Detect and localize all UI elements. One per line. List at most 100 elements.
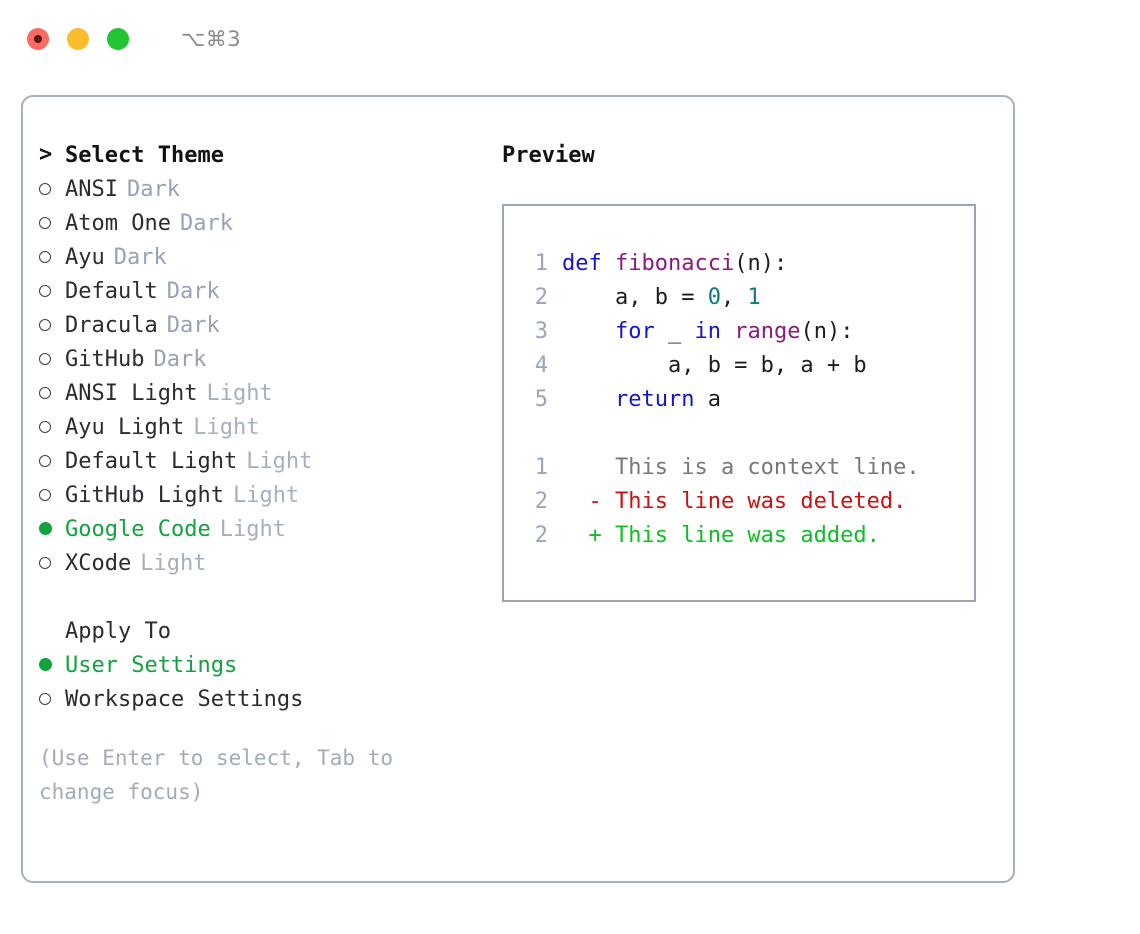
theme-variant-badge: Dark [179,211,233,236]
preview-title: Preview [502,143,595,168]
theme-variant-badge: Light [140,551,207,576]
window-controls [27,28,129,50]
code-line: 4 a, b = b, a + b [504,353,974,387]
code-token-kw: in [694,319,721,344]
code-token-pl [562,319,615,344]
theme-variant-badge: Dark [166,279,220,304]
code-token-pl: , [720,285,748,310]
code-line: 2 a, b = 0, 1 [504,285,974,319]
diff-line-text: + This line was added. [562,523,880,548]
diff-line-ctx: 1 This is a context line. [504,455,974,489]
radio-unselected-icon [39,319,65,331]
code-token-pl: a, b = b, a + b [562,353,867,378]
apply-to-label: Apply To [65,619,171,644]
radio-selected-icon [39,522,65,535]
diff-sample: 1 This is a context line.2 - This line w… [504,455,974,557]
diff-line-add: 2 + This line was added. [504,523,974,557]
code-line: 5 return a [504,387,974,421]
theme-option-label: Default Light [65,449,238,474]
line-number: 2 [534,285,548,310]
code-token-pl: a [694,387,721,412]
theme-option-label: Atom One [65,211,171,236]
apply-to-option-workspace-settings[interactable]: Workspace Settings [39,687,489,721]
theme-variant-badge: Light [246,449,313,474]
code-line: 3 for _ in range(n): [504,319,974,353]
theme-variant-badge: Dark [166,313,220,338]
theme-option-dracula[interactable]: Dracula Dark [39,313,489,347]
code-token-pl: (n): [800,319,854,344]
theme-option-default-light[interactable]: Default Light Light [39,449,489,483]
line-number: 2 [534,523,548,548]
theme-option-label: ANSI Light [65,381,198,406]
theme-variant-badge: Dark [126,177,180,202]
code-line-text: def fibonacci(n): [552,251,787,276]
code-token-pl [562,387,615,412]
caret-icon: > [39,142,53,167]
theme-variant-badge: Dark [113,245,167,270]
line-number: 1 [534,455,548,480]
line-number: 4 [534,353,548,378]
list-spacer [39,585,489,619]
close-icon [34,35,42,43]
line-number: 3 [534,319,548,344]
code-token-pl: (n): [734,251,788,276]
diff-line-text: This is a context line. [562,455,920,480]
theme-option-label: XCode [65,551,132,576]
line-number: 5 [534,387,548,412]
code-token-kw: return [614,387,695,412]
code-line-text: a, b = b, a + b [552,353,867,378]
apply-to-option-label: Workspace Settings [65,687,304,712]
theme-option-atom-one[interactable]: Atom One Dark [39,211,489,245]
radio-unselected-icon [39,217,65,229]
theme-option-ansi-light[interactable]: ANSI Light Light [39,381,489,415]
code-diff-separator [504,421,974,455]
code-token-pl: _ [654,319,695,344]
radio-unselected-icon [39,387,65,399]
close-button[interactable] [27,28,49,50]
line-number: 2 [534,489,548,514]
theme-variant-badge: Light [206,381,273,406]
radio-unselected-icon [39,489,65,501]
radio-unselected-icon [39,693,65,705]
theme-option-label: Ayu Light [65,415,185,440]
radio-unselected-icon [39,353,65,365]
keyboard-hint: (Use Enter to select, Tab to change focu… [39,746,406,804]
maximize-button[interactable] [107,28,129,50]
radio-unselected-icon [39,455,65,467]
theme-variant-badge: Light [232,483,300,508]
code-token-kw: def [562,251,615,276]
code-line-text: a, b = 0, 1 [552,285,761,310]
code-token-fn: range [734,319,801,344]
code-token-pl: a, b = [562,285,708,310]
apply-to-option-label: User Settings [65,653,238,678]
code-token-fn: fibonacci [614,251,735,276]
window-titlebar: ⌥⌘3 [0,0,1140,78]
apply-to-option-user-settings[interactable]: User Settings [39,653,489,687]
theme-option-label: GitHub [65,347,145,372]
minimize-button[interactable] [67,28,89,50]
theme-option-xcode[interactable]: XCode Light [39,551,489,585]
radio-unselected-icon [39,251,65,263]
radio-unselected-icon [39,557,65,569]
theme-option-label: Dracula [65,313,158,338]
diff-line-del: 2 - This line was deleted. [504,489,974,523]
theme-option-label: Google Code [65,517,211,542]
select-theme-label: Select Theme [65,143,224,168]
apply-to-heading: Apply To [39,619,489,653]
code-line-text: for _ in range(n): [552,319,853,344]
radio-unselected-icon [39,285,65,297]
